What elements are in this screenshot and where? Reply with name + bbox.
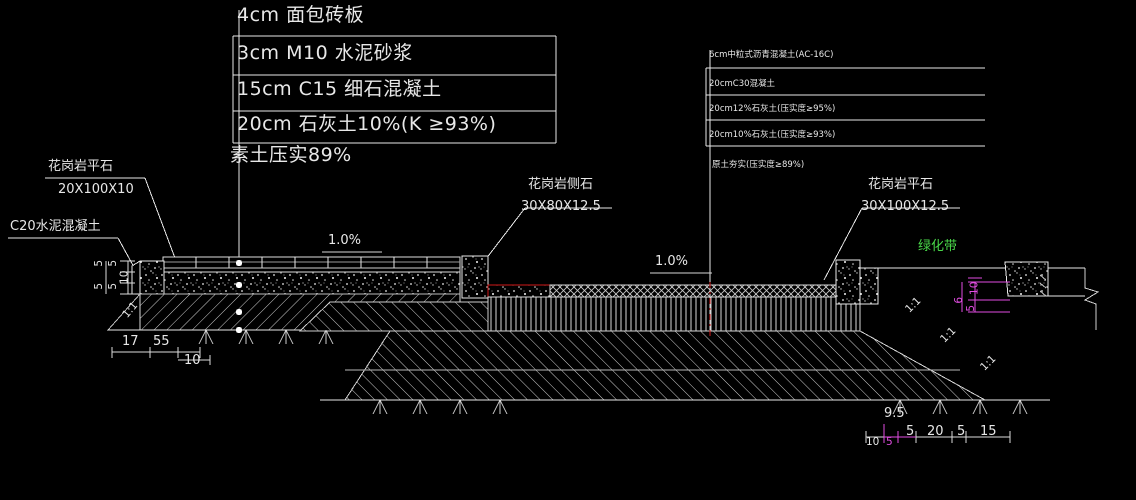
curb-detail-dims-magenta: [961, 277, 1010, 313]
left-dim-v-1: 5: [93, 259, 106, 267]
sidewalk-paver-course: [162, 256, 461, 269]
left-dim-h-1: 17: [122, 334, 139, 349]
curb-dim-3: 6: [953, 296, 966, 304]
ground-hatch-ticks-bottom: [372, 399, 1028, 415]
right-dim-above: 9.5: [884, 406, 905, 421]
road-spec-rules: [705, 67, 985, 147]
right-dim-chain-5: 5: [957, 424, 966, 439]
left-dim-h-3: 10: [184, 353, 201, 368]
road-spec-row-2: 20cm12%石灰土(压实度≥95%): [709, 104, 836, 114]
left-dim-v-2: 5: [93, 282, 106, 290]
sidewalk-spec-header: 4cm 面包砖板: [237, 4, 365, 26]
right-dim-chain-1: 10: [866, 436, 880, 448]
callout-green-belt: 绿化带: [918, 239, 958, 254]
road-base-crosshatch: [549, 284, 711, 298]
embankment-fill-body: [344, 330, 986, 401]
right-edge-hatch: [1039, 274, 1047, 297]
callout-left-flat-stone-size: 20X100X10: [58, 182, 134, 197]
sidewalk-concrete-layer: [162, 271, 461, 295]
left-dim-v-5: 5: [107, 282, 120, 290]
callout-kerb-size: 30X80X12.5: [521, 199, 601, 214]
sidewalk-spec-row-1: 3cm M10 水泥砂浆: [237, 42, 413, 64]
road-spec-header: 6cm中粒式沥青混凝土(AC-16C): [709, 50, 834, 60]
left-dim-v-3: 10: [118, 270, 131, 284]
curb-dim-1: 10: [968, 281, 981, 295]
sidewalk-mortar-layer: [162, 267, 461, 273]
callout-leader-right-flat-stone: [823, 207, 960, 281]
sidewalk-spec-footer: 素土压实89%: [230, 144, 352, 166]
left-vertical-dims: [105, 260, 135, 295]
sidewalk-spec-rules: [232, 35, 557, 144]
embankment-upper-band: [298, 301, 489, 332]
slope-label-right: 1.0%: [655, 254, 689, 269]
right-dim-chain-4: 20: [927, 424, 944, 439]
granite-kerb-block: [461, 255, 489, 299]
right-kerb-bedding: [859, 267, 879, 305]
right-kerb-block: [835, 259, 861, 305]
callout-left-concrete-title: C20水泥混凝土: [10, 219, 101, 234]
road-limesoil-layer-left: [487, 296, 711, 332]
slope-label-left: 1.0%: [328, 233, 362, 248]
right-dim-chain-6: 15: [980, 424, 997, 439]
road-spec-row-1: 20cmC30混凝土: [709, 79, 776, 89]
far-right-kerb-block: [1004, 261, 1049, 297]
right-dim-chain-2: 5: [886, 436, 893, 448]
left-horizontal-dims: [111, 347, 211, 365]
curb-dim-2: 5: [965, 304, 978, 312]
road-limesoil-layer-right: [709, 296, 861, 332]
road-spec-footer: 原土夯实(压实度≥89%): [712, 160, 805, 170]
sidewalk-leader-nodes: [235, 259, 243, 334]
left-concrete-bedding: [131, 260, 141, 295]
callout-kerb-title: 花岗岩侧石: [528, 177, 594, 192]
left-dim-v-4: 5: [107, 259, 120, 267]
callout-right-flat-stone-title: 花岗岩平石: [868, 177, 934, 192]
right-dim-chain-magenta: [883, 424, 916, 443]
ground-hatch-ticks-left: [198, 329, 334, 345]
callout-leader-left-concrete: [8, 237, 153, 301]
break-line-symbol: [1083, 268, 1100, 330]
right-dim-chain-3: 5: [906, 424, 915, 439]
left-flat-stone-block: [139, 260, 165, 295]
left-dim-h-2: 55: [153, 334, 170, 349]
sidewalk-spec-row-3: 20cm 石灰土10%(K ≥93%): [237, 113, 497, 135]
callout-leader-left-flat-stone: [45, 177, 176, 259]
road-spec-row-3: 20cm10%石灰土(压实度≥93%): [709, 130, 836, 140]
callout-right-flat-stone-size: 30X100X12.5: [861, 199, 950, 214]
callout-left-flat-stone-title: 花岗岩平石: [48, 159, 114, 174]
sidewalk-spec-row-2: 15cm C15 细石混凝土: [237, 78, 442, 100]
